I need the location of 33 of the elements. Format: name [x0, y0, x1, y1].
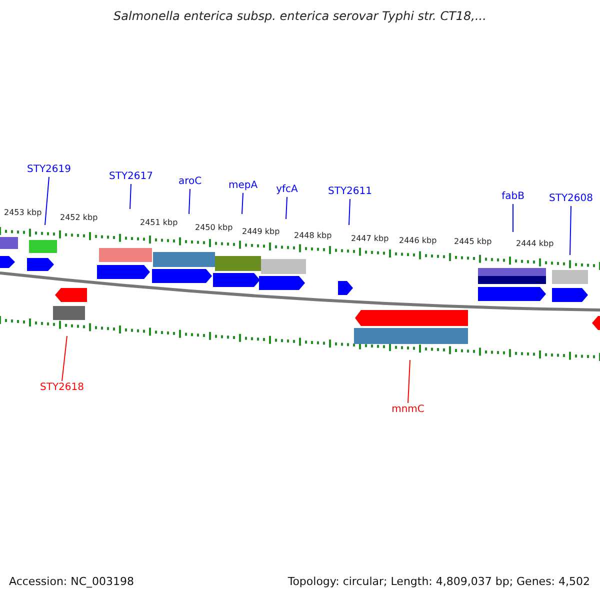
gene-label: STY2619	[27, 164, 71, 176]
scale-label: 2452 kbp	[60, 213, 98, 223]
footer-text: Accession: NC_003198	[9, 575, 134, 588]
scale-label: 2450 kbp	[195, 223, 233, 233]
gene-label: fabB	[502, 191, 524, 203]
leader-line	[512, 204, 514, 232]
scale-label: 2451 kbp	[140, 218, 178, 228]
gene-label: mepA	[228, 180, 258, 192]
scale-label: 2444 kbp	[516, 239, 554, 249]
leader-line	[570, 206, 572, 256]
leader-line	[188, 188, 190, 214]
gene-label: aroC	[178, 176, 202, 188]
gene-label: yfcA	[276, 184, 298, 196]
scale-label: 2453 kbp	[4, 208, 42, 218]
scale-label: 2445 kbp	[454, 237, 492, 247]
leader-line	[44, 176, 50, 226]
gene-label: STY2611	[328, 186, 372, 198]
leader-line	[62, 336, 68, 382]
gene-label: STY2608	[549, 193, 593, 205]
scale-label: 2448 kbp	[294, 231, 332, 241]
scale-label: 2449 kbp	[242, 227, 280, 237]
scale-label: 2446 kbp	[399, 236, 437, 246]
scale-label: 2447 kbp	[351, 234, 389, 244]
gene-label: mnmC	[392, 404, 424, 416]
leader-line	[348, 198, 350, 226]
leader-line	[286, 196, 288, 220]
leader-line	[242, 192, 244, 214]
leader-line	[408, 360, 410, 404]
gene-label: STY2618	[40, 382, 84, 394]
leader-line	[130, 184, 132, 210]
footer-text: Topology: circular; Length: 4,809,037 bp; Genes: 4,502	[288, 575, 590, 588]
gene-label: STY2617	[109, 171, 153, 183]
title: Salmonella enterica subsp. enterica serovar Typhi str. CT18,...	[112, 9, 488, 23]
